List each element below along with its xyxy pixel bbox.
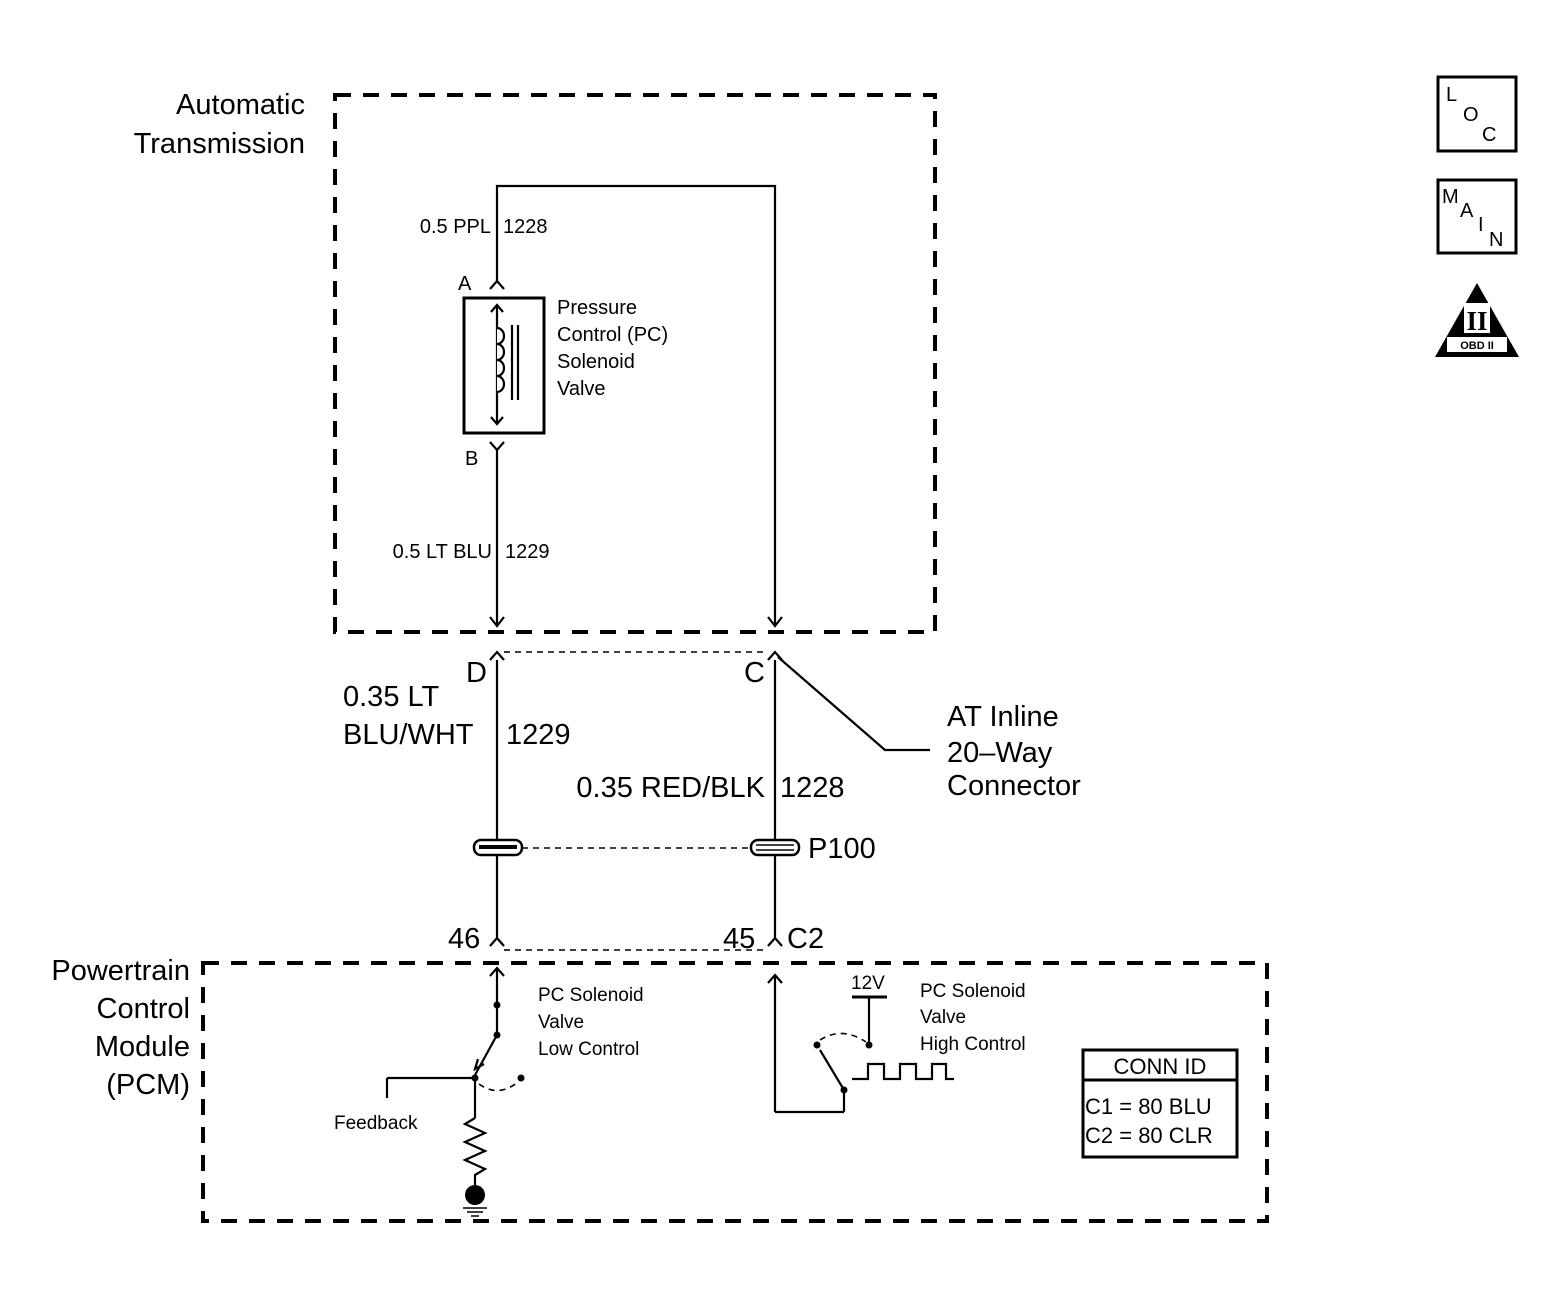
- resistor-icon: [462, 1117, 488, 1185]
- solenoid-label-line1: Pressure: [557, 297, 637, 319]
- wire-ltbluwht-circuit: 1229: [506, 719, 571, 751]
- main-icon-n: N: [1489, 229, 1503, 251]
- terminal-b-chevron: [489, 441, 505, 452]
- wire-redblk-circuit: 1228: [780, 772, 845, 804]
- feedback-label: Feedback: [334, 1113, 418, 1134]
- wire-ltblu-gauge: 0.5 LT BLU: [393, 541, 492, 563]
- main-icon-i: I: [1478, 214, 1484, 236]
- ground-icon: [463, 1185, 487, 1217]
- obd2-numeral: II: [1466, 306, 1487, 336]
- solenoid-label-line3: Solenoid: [557, 351, 635, 373]
- transmission-box: [333, 93, 937, 634]
- loc-icon-c: C: [1482, 124, 1496, 146]
- high-control-label-line3: High Control: [920, 1034, 1026, 1055]
- conn-id-header: CONN ID: [1114, 1054, 1207, 1079]
- connector-label-line2: 20–Way: [947, 737, 1053, 769]
- connector-pin-d-icon: [489, 650, 505, 661]
- high-control-circuit: [767, 973, 954, 1114]
- obd2-label-bg: [1447, 337, 1507, 352]
- chevron-c-top: [767, 616, 783, 628]
- passthrough-label: P100: [808, 833, 876, 865]
- wire-ppl-circuit: 1228: [503, 216, 548, 238]
- wire-ppl-1228: [495, 184, 777, 625]
- connector-pin-d-label: D: [466, 657, 487, 689]
- conn-id-table: [1081, 1048, 1239, 1159]
- pcm-conn-c2-label: C2: [787, 923, 824, 955]
- solenoid-label-line2: Control (PC): [557, 324, 668, 346]
- pcm-label-line4: (PCM): [106, 1069, 190, 1101]
- terminal-a-chevron: [489, 279, 505, 290]
- low-control-label-line1: PC Solenoid: [538, 985, 644, 1006]
- connector-label-line3: Connector: [947, 770, 1081, 802]
- low-control-label-line2: Valve: [538, 1012, 584, 1033]
- main-icon-m: M: [1442, 186, 1459, 208]
- connector-leader-line: [777, 656, 930, 752]
- voltage-label: 12V: [851, 973, 885, 994]
- solenoid-label-line4: Valve: [557, 378, 606, 400]
- pcm-pin-46-label: 46: [448, 923, 480, 955]
- passthrough-grommet-left: [472, 838, 524, 857]
- pcm-pin-46-icon: [489, 936, 505, 947]
- wire-ltbluwht-line1: 0.35 LT: [343, 681, 439, 713]
- transmission-label-line1: Automatic: [176, 89, 305, 121]
- transmission-label-line2: Transmission: [134, 128, 305, 160]
- high-control-label-line1: PC Solenoid: [920, 981, 1026, 1002]
- obd2-label: OBD II: [1460, 340, 1494, 352]
- low-control-circuit: [385, 966, 525, 1118]
- pcm-label-line3: Module: [95, 1031, 190, 1063]
- connector-pin-c-label: C: [744, 657, 765, 689]
- loc-icon-l: L: [1446, 84, 1457, 106]
- connector-label-line1: AT Inline: [947, 701, 1059, 733]
- wire-ltblu-circuit: 1229: [505, 541, 550, 563]
- main-icon-a: A: [1460, 200, 1474, 222]
- solenoid-coil-icon: [490, 303, 520, 426]
- obd2-numeral-bg: [1464, 303, 1490, 333]
- obd2-nav-button[interactable]: II OBD II: [1435, 283, 1519, 357]
- terminal-b-label: B: [465, 448, 478, 470]
- conn-id-c1: C1 = 80 BLU: [1085, 1094, 1212, 1119]
- high-control-label-line2: Valve: [920, 1007, 966, 1028]
- loc-icon-o: O: [1463, 104, 1479, 126]
- conn-id-c2: C2 = 80 CLR: [1085, 1123, 1213, 1148]
- wire-ltbluwht-line2: BLU/WHT: [343, 719, 474, 751]
- pcm-label-line2: Control: [97, 993, 191, 1025]
- wire-redblk-gauge: 0.35 RED/BLK: [576, 772, 765, 804]
- main-nav-button[interactable]: M A I N: [1436, 178, 1518, 255]
- low-control-label-line3: Low Control: [538, 1039, 639, 1060]
- passthrough-grommet-right: [749, 838, 801, 857]
- wire-ppl-gauge: 0.5 PPL: [420, 216, 491, 238]
- pcm-pin-45-icon: [767, 936, 783, 947]
- chevron-d-top: [489, 616, 505, 628]
- pcm-box: [201, 961, 1269, 1223]
- pcm-label-line1: Powertrain: [51, 955, 190, 987]
- terminal-a-label: A: [458, 273, 472, 295]
- loc-nav-button[interactable]: L O C: [1436, 75, 1518, 153]
